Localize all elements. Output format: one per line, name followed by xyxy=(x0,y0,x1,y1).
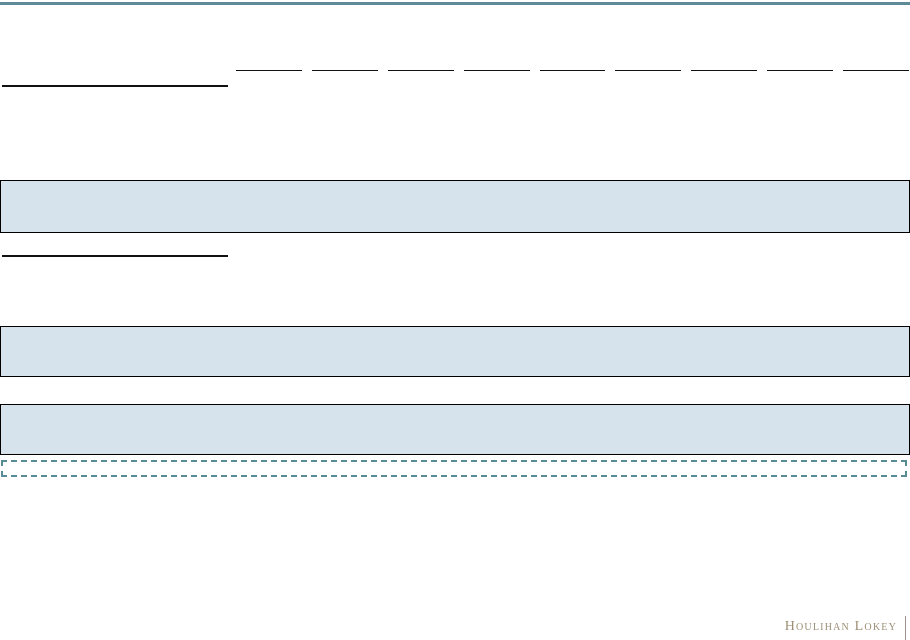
column-header-rule xyxy=(539,69,606,72)
column-header-rule xyxy=(463,69,530,72)
column-header-rule xyxy=(236,69,302,72)
section-title-rule-2 xyxy=(2,255,228,257)
column-header-rule xyxy=(387,69,454,72)
column-header-rule xyxy=(767,69,834,72)
footnote-placeholder-box[interactable] xyxy=(0,460,907,477)
highlight-row-2 xyxy=(0,326,910,377)
column-header-rule xyxy=(311,69,378,72)
section-title-rule-1 xyxy=(2,85,228,87)
highlight-row-1 xyxy=(0,180,910,233)
highlight-row-3 xyxy=(0,404,910,455)
column-header-rule xyxy=(843,69,910,72)
top-accent-bar xyxy=(0,2,910,5)
table-column-rules xyxy=(236,69,910,72)
footer-divider-line xyxy=(905,616,907,640)
column-header-rule xyxy=(615,69,682,72)
column-header-rule xyxy=(691,69,758,72)
houlihan-lokey-logo: Houlihan Lokey xyxy=(784,619,897,634)
